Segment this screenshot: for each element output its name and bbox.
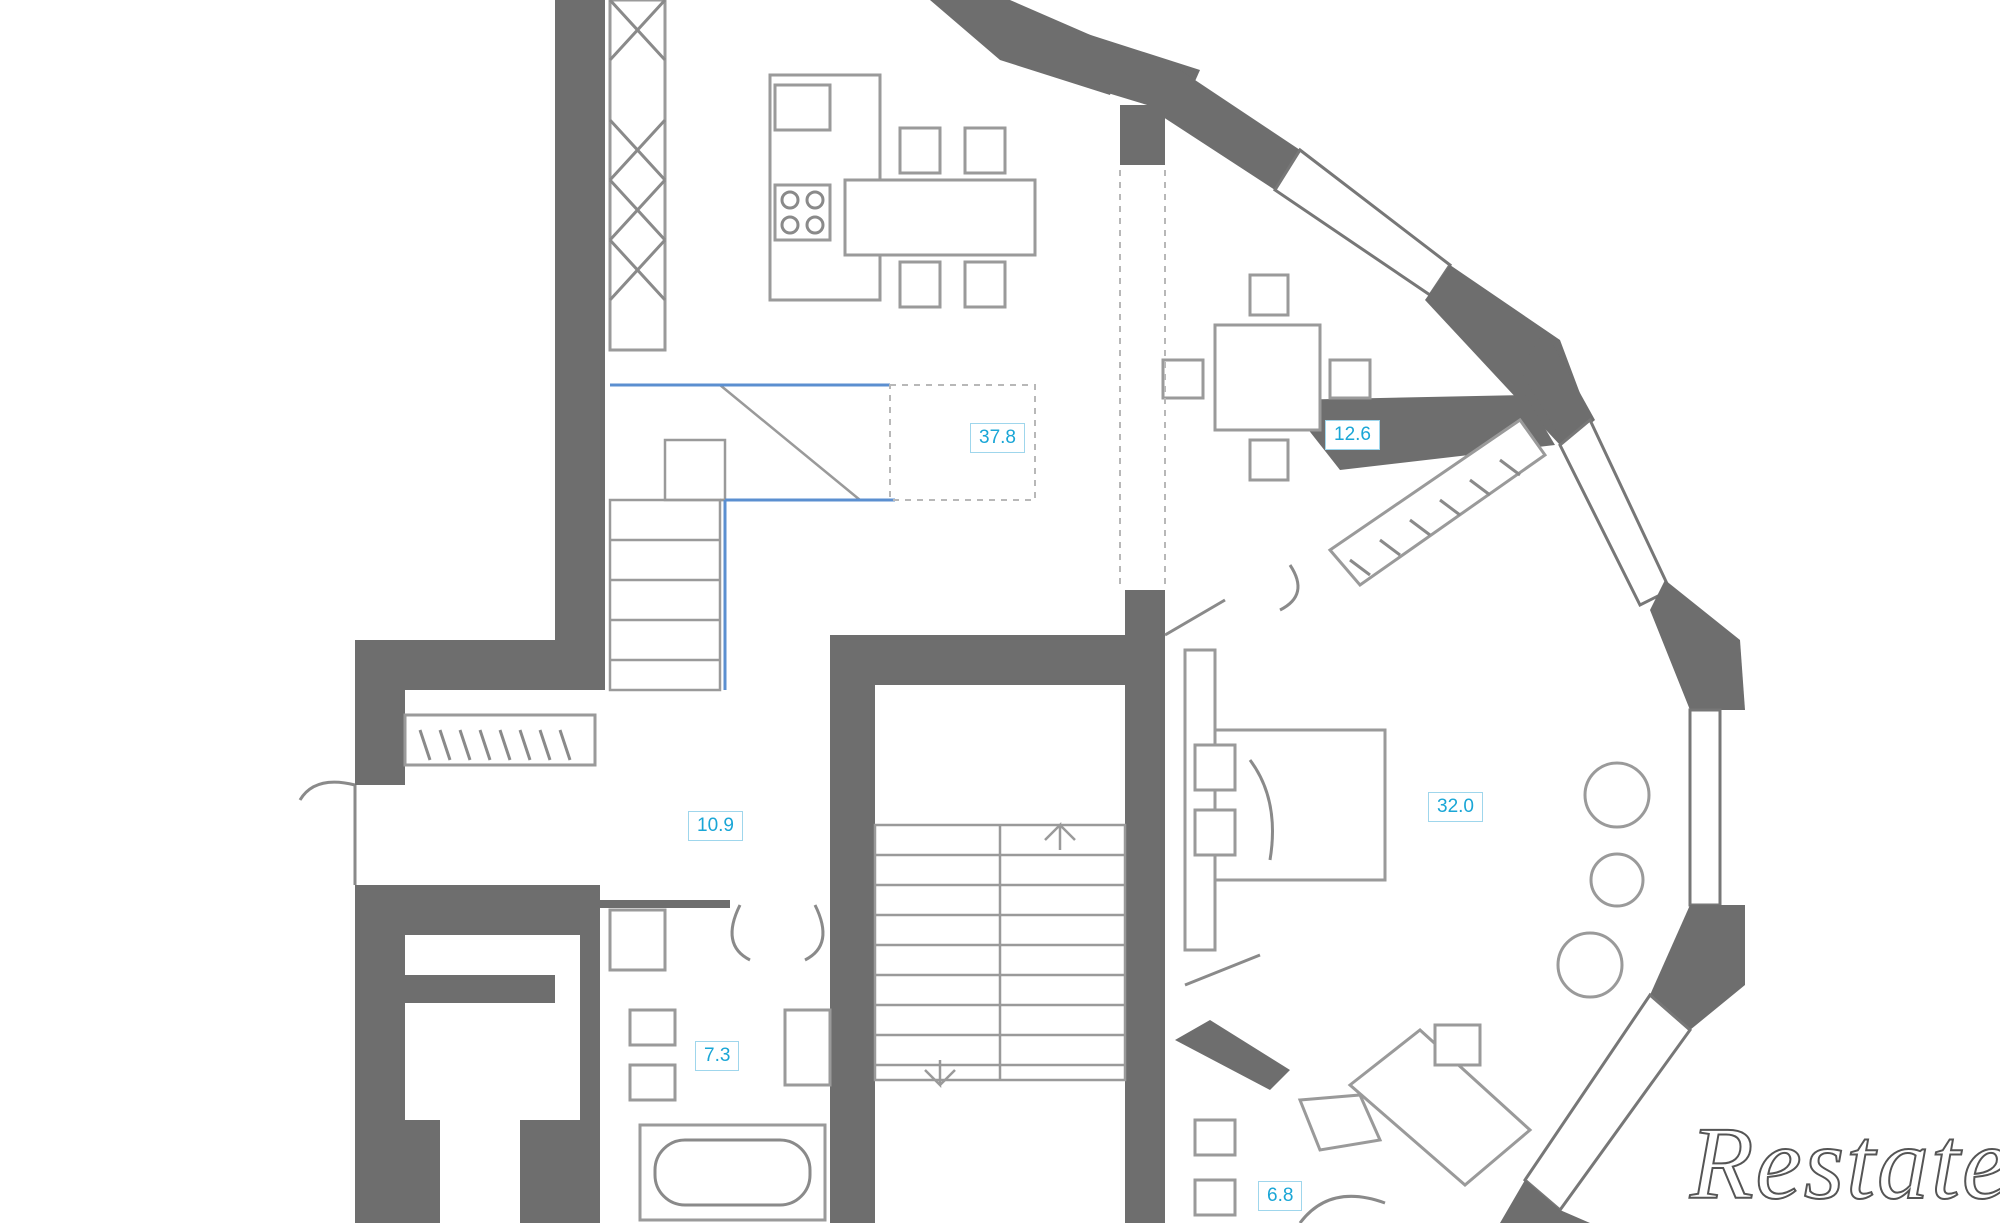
dining-table-kitchen — [843, 126, 1037, 309]
wardrobe-hall — [403, 713, 597, 767]
desk — [1297, 1023, 1533, 1187]
armchairs — [1556, 761, 1651, 999]
common-staircase — [873, 821, 1127, 1089]
area-label-living-kitchen: 37.8 — [970, 423, 1025, 453]
area-label-hall: 10.9 — [688, 811, 743, 841]
internal-staircase — [608, 383, 1036, 692]
dining-table-square — [1161, 273, 1372, 482]
interior-walls — [355, 0, 1555, 1223]
watermark-logo: Restate — [1689, 1106, 2000, 1221]
zone-divider — [1119, 170, 1166, 590]
bathroom-fixtures — [608, 908, 1386, 1223]
doors — [298, 564, 1300, 987]
area-label-bathroom-2: 6.8 — [1258, 1181, 1303, 1211]
facade-wall — [930, 0, 1745, 1223]
area-label-bedroom: 32.0 — [1428, 792, 1483, 822]
area-label-dining: 12.6 — [1325, 420, 1380, 450]
wardrobe-bedroom — [1327, 417, 1548, 588]
area-label-bathroom-1: 7.3 — [695, 1041, 740, 1071]
wardrobe-tall — [608, 0, 667, 352]
bed — [1183, 648, 1387, 952]
